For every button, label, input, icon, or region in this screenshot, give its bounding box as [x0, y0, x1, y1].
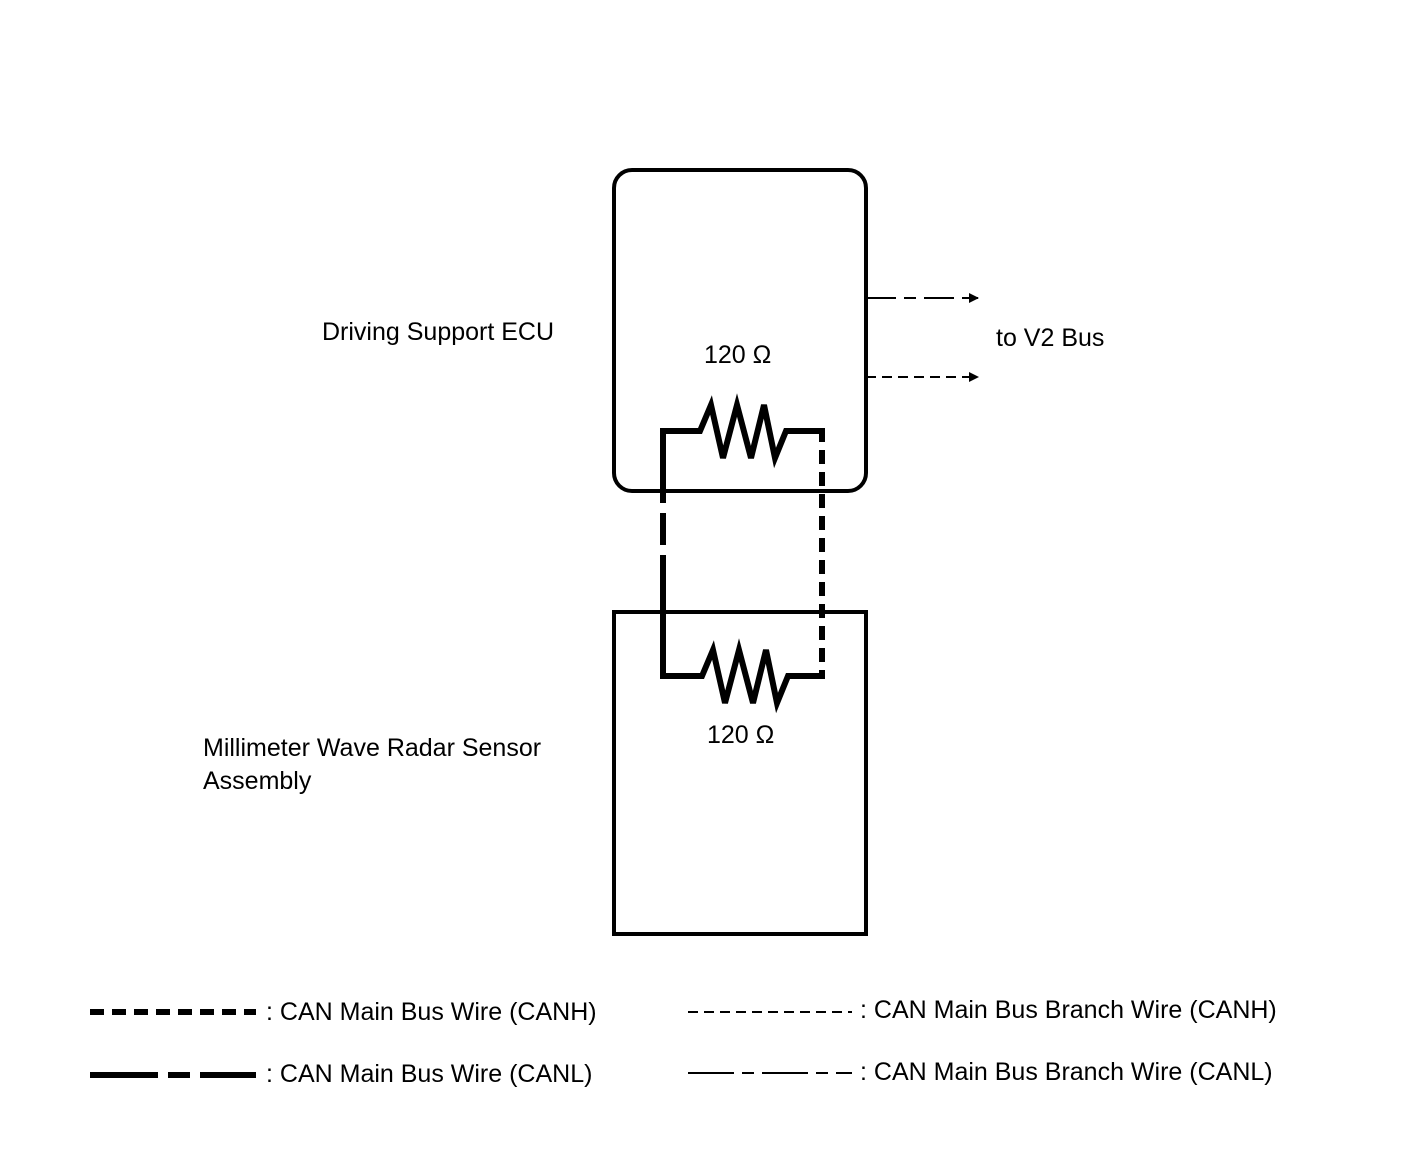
ecu-resistor: [662, 393, 822, 469]
radar-label-line2: Assembly: [203, 767, 312, 795]
legend-main-canl-label: : CAN Main Bus Wire (CANL): [266, 1060, 592, 1088]
v2-bus-label: to V2 Bus: [996, 324, 1104, 352]
ecu-box: [612, 168, 868, 493]
radar-sensor-box: [612, 610, 868, 936]
ecu-resistor-label: 120 Ω: [704, 341, 771, 369]
radar-resistor: [662, 638, 822, 714]
legend-branch-canl-label: : CAN Main Bus Branch Wire (CANL): [860, 1058, 1273, 1086]
legend: : CAN Main Bus Wire (CANH) : CAN Main Bu…: [90, 996, 1277, 1088]
radar-label-line1: Millimeter Wave Radar Sensor: [203, 734, 541, 762]
radar-resistor-label: 120 Ω: [707, 721, 774, 749]
legend-branch-canh-label: : CAN Main Bus Branch Wire (CANH): [860, 996, 1277, 1024]
ecu-label: Driving Support ECU: [322, 318, 554, 346]
legend-main-canh-label: : CAN Main Bus Wire (CANH): [266, 998, 597, 1026]
